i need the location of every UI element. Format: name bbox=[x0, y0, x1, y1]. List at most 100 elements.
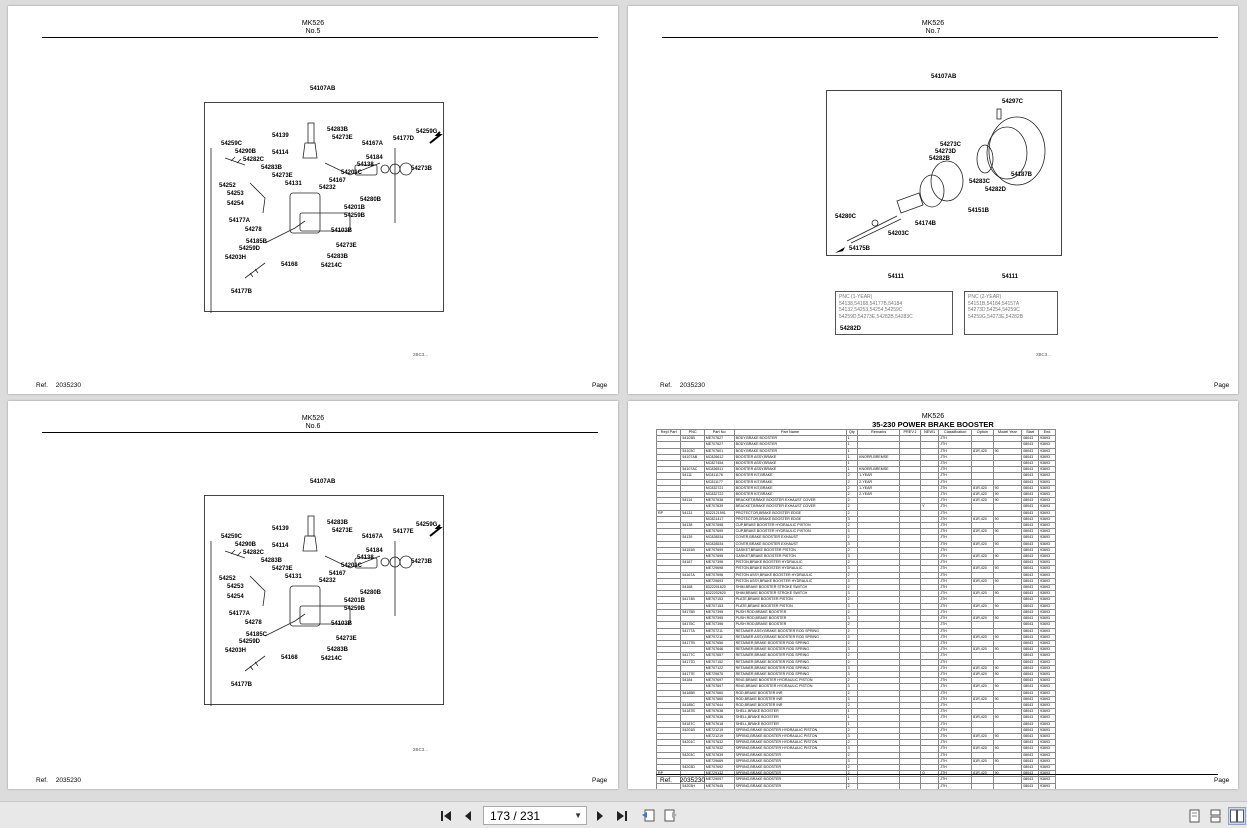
table-cell: PISTON,BRAKE BOOSTER HYDRAULIC bbox=[733, 559, 847, 567]
kit-pnc-box-1: PNC (1-YEAR) 54138,54168,54177B,54184 54… bbox=[835, 291, 953, 335]
table-cell: PLATE,BRAKE BOOSTER PISTON bbox=[733, 596, 847, 604]
part-callout: 54283C bbox=[969, 179, 991, 185]
part-callout: 54273E bbox=[332, 135, 353, 141]
single-page-view-button[interactable] bbox=[1186, 807, 1204, 825]
table-cell: RETAINER,BRAKE BOOSTER ROD SPRING bbox=[733, 639, 847, 648]
go-back-button[interactable] bbox=[639, 807, 657, 825]
table-cell bbox=[920, 491, 940, 499]
page-label: Page bbox=[1214, 777, 1230, 784]
table-cell bbox=[680, 491, 705, 499]
column-header: End bbox=[1038, 428, 1056, 437]
part-callout: 54283B bbox=[327, 520, 349, 526]
table-cell: 54177C bbox=[680, 652, 705, 660]
table-cell bbox=[655, 447, 682, 455]
part-callout: 54114 bbox=[272, 543, 289, 549]
table-cell: JTH bbox=[938, 497, 973, 505]
part-callout: 54254 bbox=[227, 594, 244, 600]
part-callout: 54201C bbox=[341, 170, 363, 176]
part-callout: 54273E bbox=[332, 528, 353, 534]
table-cell: COVER,BRAKE BOOSTER EXHAUST bbox=[733, 534, 847, 542]
table-cell: RING,BRAKE BOOSTER HYDRAULIC PISTON bbox=[733, 683, 847, 691]
table-cell: SPRING,BRAKE BOOSTER bbox=[733, 782, 847, 789]
page-number-input[interactable]: 173 / 231 ▼ bbox=[483, 806, 587, 825]
table-cell: PROTECTOR,BRAKE BOOSTER EDGE bbox=[733, 509, 847, 517]
page-parts-list: MK526 35-230 POWER BRAKE BOOSTER Repl Pa… bbox=[628, 401, 1238, 789]
table-cell: PROTECTOR,BRAKE BOOSTER EDGE bbox=[733, 515, 847, 524]
part-callout: 54259G bbox=[416, 522, 438, 528]
page-label: Page bbox=[592, 777, 608, 784]
part-callout: 54139 bbox=[272, 133, 289, 139]
table-cell: 93693 bbox=[1038, 459, 1056, 468]
table-cell: JTH bbox=[938, 447, 973, 455]
table-cell bbox=[920, 497, 940, 505]
table-cell: PISTON ASSY,BRAKE BOOSTER HYDRAULIC bbox=[733, 571, 847, 579]
two-page-view-button[interactable] bbox=[1228, 807, 1246, 825]
single-page-icon bbox=[1189, 809, 1200, 823]
table-cell bbox=[899, 782, 922, 789]
ref-value: 2035230 bbox=[55, 382, 82, 389]
table-cell bbox=[920, 472, 940, 480]
table-cell: 93693 bbox=[1038, 757, 1056, 765]
table-cell: BRACKET,BRAKE BOOSTER EXHAUST COVER bbox=[733, 497, 847, 505]
table-cell: 93693 bbox=[1038, 633, 1056, 641]
page-model: MK526 bbox=[301, 20, 325, 27]
kit-code: 54282D bbox=[840, 325, 862, 332]
part-callout: 54283B bbox=[327, 254, 349, 260]
viewer-toolbar: 173 / 231 ▼ bbox=[0, 801, 1247, 828]
table-cell: 93693 bbox=[1038, 577, 1056, 586]
table-cell: 93693 bbox=[1038, 639, 1056, 648]
table-cell bbox=[655, 497, 682, 505]
table-cell: 93693 bbox=[1038, 776, 1056, 784]
table-cell: 93693 bbox=[1038, 646, 1056, 654]
table-cell: 54187C bbox=[680, 720, 705, 728]
part-callout: 54201B bbox=[344, 598, 366, 604]
table-cell: KNORR-BREMSE bbox=[857, 453, 901, 462]
table-cell: GASKET,BRAKE BOOSTER PISTON bbox=[733, 553, 847, 561]
table-cell: PISTON ASSY,BRAKE BOOSTER HYDRAULIC bbox=[733, 577, 847, 586]
table-cell: JTH bbox=[938, 484, 973, 493]
table-cell bbox=[655, 503, 682, 511]
table-cell: 54174B bbox=[680, 596, 705, 604]
next-page-button[interactable] bbox=[591, 807, 609, 825]
table-cell: 93693 bbox=[1038, 515, 1056, 524]
table-cell bbox=[680, 503, 705, 511]
table-cell: 54175C bbox=[680, 621, 705, 629]
table-cell bbox=[971, 782, 994, 789]
table-cell bbox=[920, 453, 940, 462]
assembly-callout: 54107AB bbox=[931, 74, 957, 80]
ref-value: 2035230 bbox=[679, 777, 706, 784]
table-cell: 54103B bbox=[680, 435, 705, 443]
first-page-button[interactable] bbox=[437, 807, 455, 825]
part-callout: 54273D bbox=[935, 149, 957, 155]
kit-title-1: 54111 bbox=[887, 274, 905, 280]
go-forward-button[interactable] bbox=[662, 807, 680, 825]
table-cell bbox=[655, 435, 682, 443]
part-callout: 54201C bbox=[341, 563, 363, 569]
table-cell bbox=[857, 441, 901, 449]
continuous-view-button[interactable] bbox=[1207, 807, 1225, 825]
table-cell bbox=[920, 478, 940, 486]
table-cell: 1-YEAR bbox=[857, 472, 901, 480]
previous-page-button[interactable] bbox=[459, 807, 477, 825]
last-page-button[interactable] bbox=[613, 807, 631, 825]
table-cell: 93693 bbox=[1038, 553, 1056, 561]
header-rule bbox=[42, 432, 598, 433]
table-cell: 54151B bbox=[680, 546, 705, 555]
kit-title-2: 54111 bbox=[1001, 274, 1019, 280]
table-cell: 54185C bbox=[680, 701, 705, 710]
part-callout: 54273B bbox=[411, 559, 433, 565]
table-cell: BODY,BRAKE BOOSTER bbox=[733, 441, 847, 449]
part-callout: 54282C bbox=[243, 157, 265, 163]
figure-code: 2BC3... bbox=[413, 352, 429, 357]
